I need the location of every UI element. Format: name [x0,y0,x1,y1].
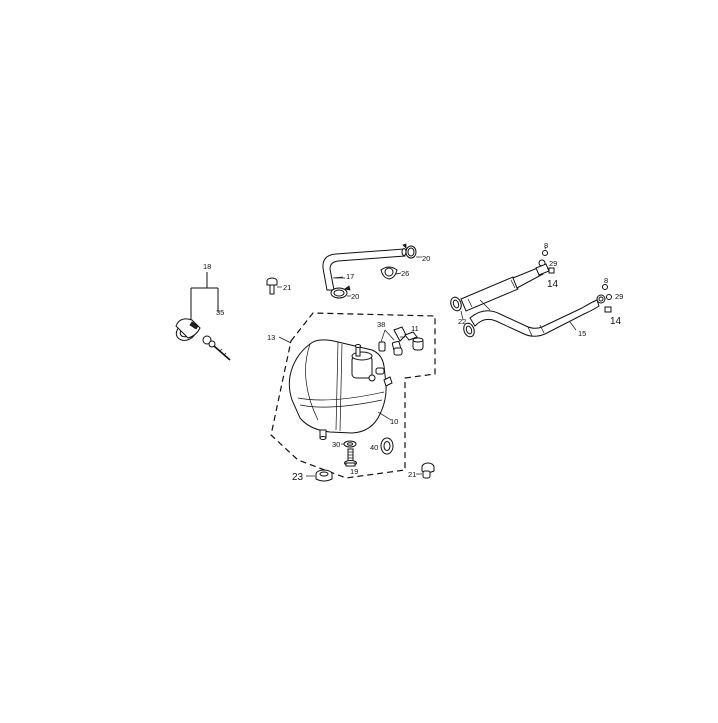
bolt-21-upper [266,277,282,295]
callout-21-lower: 21 [408,470,416,479]
fittings-38 [378,326,407,356]
hose-fitting-lower [596,284,612,313]
fuel-tank-10 [288,339,393,440]
callout-18: 18 [203,262,211,271]
callout-20-bottom: 20 [351,292,359,301]
callout-22: 22 [458,317,466,326]
hose-clamp-20-top [402,243,422,259]
connector-11 [400,331,424,351]
drain-bolt-19 [344,448,357,467]
callout-14-lower: 14 [610,316,622,327]
gasket-40 [380,437,394,455]
hose-clamp-20-bottom [330,285,351,299]
breather-hose-17 [322,248,407,291]
callout-38: 38 [377,320,385,329]
washer-30 [341,440,357,448]
callout-19: 19 [350,467,358,476]
callout-10: 10 [390,417,398,426]
callout-8-lower: 8 [604,276,608,285]
grommet-23 [315,469,333,482]
callout-20-top: 20 [422,254,430,263]
callout-35: 35 [216,308,224,317]
bolt-21-lower [416,462,435,479]
callout-30: 30 [332,440,340,449]
fuel-hose-15 [469,299,600,337]
callout-40: 40 [370,443,378,452]
callout-14-upper: 14 [547,279,559,290]
leader-10 [377,411,392,421]
callout-8-upper: 8 [544,241,548,250]
callout-29-lower: 29 [615,292,623,301]
fuel-cap-assembly [175,272,231,361]
callout-15: 15 [578,329,586,338]
callout-29-upper: 29 [549,259,557,268]
hose-fitting-upper [535,246,555,276]
hose-clamp-26 [380,266,402,280]
callout-23: 23 [292,472,304,483]
leader-22 [460,310,464,321]
callout-21-upper: 21 [283,283,291,292]
hose-clamp-22-lower [463,322,475,338]
callout-11: 11 [411,324,419,333]
leader-13 [278,336,292,344]
fuel-hose-16 [460,266,544,312]
tank-outline-13 [270,312,436,479]
callout-13: 13 [267,333,275,342]
callout-26: 26 [401,269,409,278]
hose-clamp-22-upper [450,296,462,312]
leader-15 [569,321,577,331]
callout-17: 17 [346,272,354,281]
